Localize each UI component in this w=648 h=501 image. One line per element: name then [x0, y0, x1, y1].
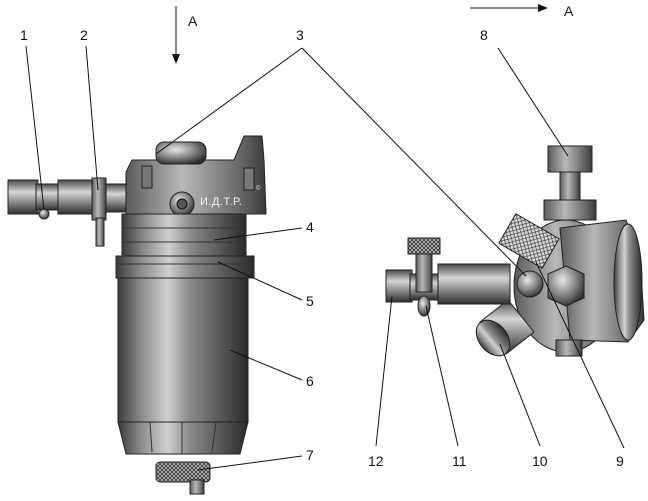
view-arrow-a-right: A	[470, 3, 574, 19]
view-label-a-right: A	[564, 3, 574, 19]
callout-12: 12	[368, 453, 384, 469]
housing-stamp: И.Д.Т.Р.	[200, 196, 242, 208]
heater-mesh	[498, 213, 560, 269]
inlet-pipe	[7, 177, 133, 247]
callout-2: 2	[80, 27, 88, 43]
filter-bowl	[117, 277, 249, 455]
filter-head: И.Д.Т.Р. ©	[125, 135, 267, 217]
filter-assembly-side-view: И.Д.Т.Р. ©	[7, 135, 267, 495]
leader-lines	[25, 45, 625, 471]
view-label-a-left: A	[188, 13, 198, 29]
inlet-pipe-view-a	[385, 237, 511, 317]
callout-9: 9	[616, 453, 624, 469]
callout-5: 5	[306, 293, 314, 309]
callout-3: 3	[296, 27, 304, 43]
view-arrow-a-down: A	[172, 6, 198, 64]
callout-8: 8	[480, 27, 488, 43]
bleed-screw-top	[543, 145, 597, 221]
callout-10: 10	[532, 453, 548, 469]
housing-stamp-mark: ©	[256, 185, 261, 192]
callout-4: 4	[306, 219, 314, 235]
callout-11: 11	[452, 453, 467, 469]
callout-1: 1	[20, 27, 28, 43]
drain-plug	[155, 461, 211, 495]
callout-7: 7	[306, 447, 314, 463]
filter-assembly-view-a	[385, 145, 645, 357]
callout-6: 6	[306, 373, 314, 389]
callout-numbers: 1 2 3 4 5 6 7 8 9 10 11 12	[20, 27, 624, 469]
